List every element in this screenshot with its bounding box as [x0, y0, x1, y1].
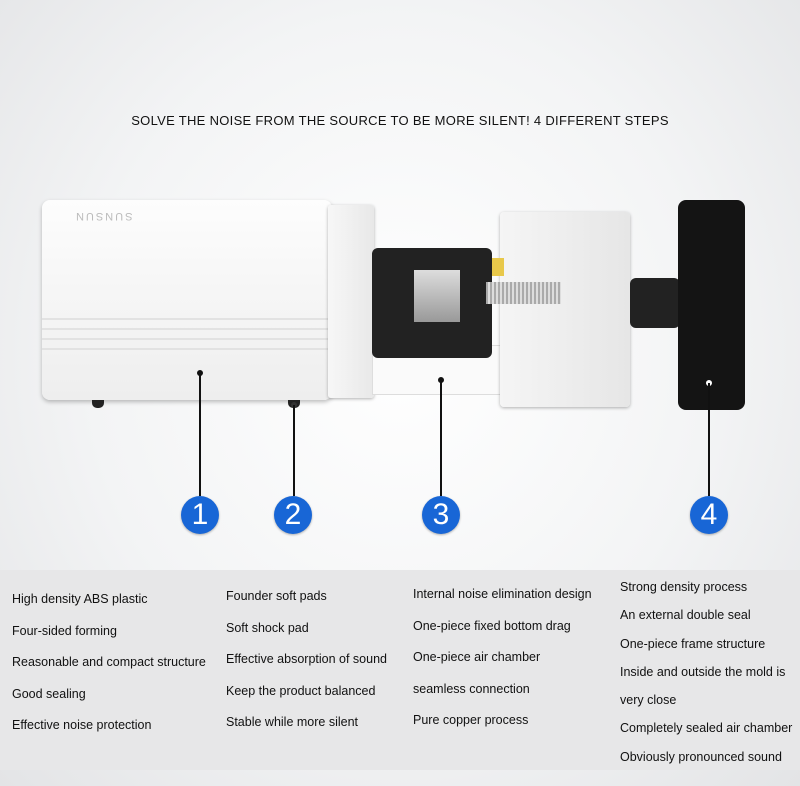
features-column-4: Strong density process An external doubl… — [620, 580, 792, 778]
black-cover — [678, 200, 745, 410]
features-column-2: Founder soft pads Soft shock pad Effecti… — [226, 589, 387, 747]
feature-item: Soft shock pad — [226, 620, 309, 635]
step-badge-2: 2 — [274, 496, 312, 534]
features-column-1: High density ABS plastic Four-sided form… — [12, 592, 206, 750]
feature-item: Founder soft pads — [226, 589, 327, 603]
feature-item: very close — [620, 693, 677, 708]
housing-endcap — [328, 205, 374, 398]
spring — [486, 282, 561, 304]
feature-item: Obviously pronounced sound — [620, 749, 782, 764]
copper-part — [492, 258, 504, 276]
step-badge-4: 4 — [690, 496, 728, 534]
air-chamber — [500, 212, 630, 407]
feature-item: Completely sealed air chamber — [620, 721, 793, 736]
feature-item: Good sealing — [12, 686, 86, 701]
rubber-foot — [92, 400, 104, 408]
features-column-3: Internal noise elimination design One-pi… — [413, 587, 592, 745]
pump-housing — [42, 200, 332, 400]
feature-item: Pure copper process — [413, 713, 529, 727]
step-badge-1: 1 — [181, 496, 219, 534]
headline: SOLVE THE NOISE FROM THE SOURCE TO BE MO… — [131, 113, 669, 128]
feature-item: High density ABS plastic — [12, 592, 148, 606]
feature-item: Four-sided forming — [12, 623, 117, 638]
feature-item: Stable while more silent — [226, 715, 359, 729]
pointer-line — [708, 383, 710, 496]
pointer-line — [293, 405, 295, 496]
feature-item: Internal noise elimination design — [413, 587, 592, 601]
feature-item: Effective noise protection — [12, 718, 152, 732]
feature-item: seamless connection — [413, 681, 530, 696]
feature-item: One-piece fixed bottom drag — [413, 618, 571, 633]
feature-item: Inside and outside the mold is — [620, 664, 786, 679]
pointer-line — [199, 373, 201, 496]
feature-item: Keep the product balanced — [226, 683, 376, 698]
feature-item: Reasonable and compact structure — [12, 655, 206, 669]
connector-knob — [630, 278, 680, 328]
features-panel: High density ABS plastic Four-sided form… — [0, 570, 800, 770]
step-badge-3: 3 — [422, 496, 460, 534]
feature-item: One-piece frame structure — [620, 636, 766, 651]
brand-logo: SUNSUN — [74, 210, 133, 222]
pointer-line — [440, 380, 442, 496]
metal-bracket — [414, 270, 460, 322]
feature-item: Effective absorption of sound — [226, 652, 387, 666]
feature-item: An external double seal — [620, 608, 751, 623]
feature-item: One-piece air chamber — [413, 650, 541, 664]
feature-item: Strong density process — [620, 580, 748, 594]
